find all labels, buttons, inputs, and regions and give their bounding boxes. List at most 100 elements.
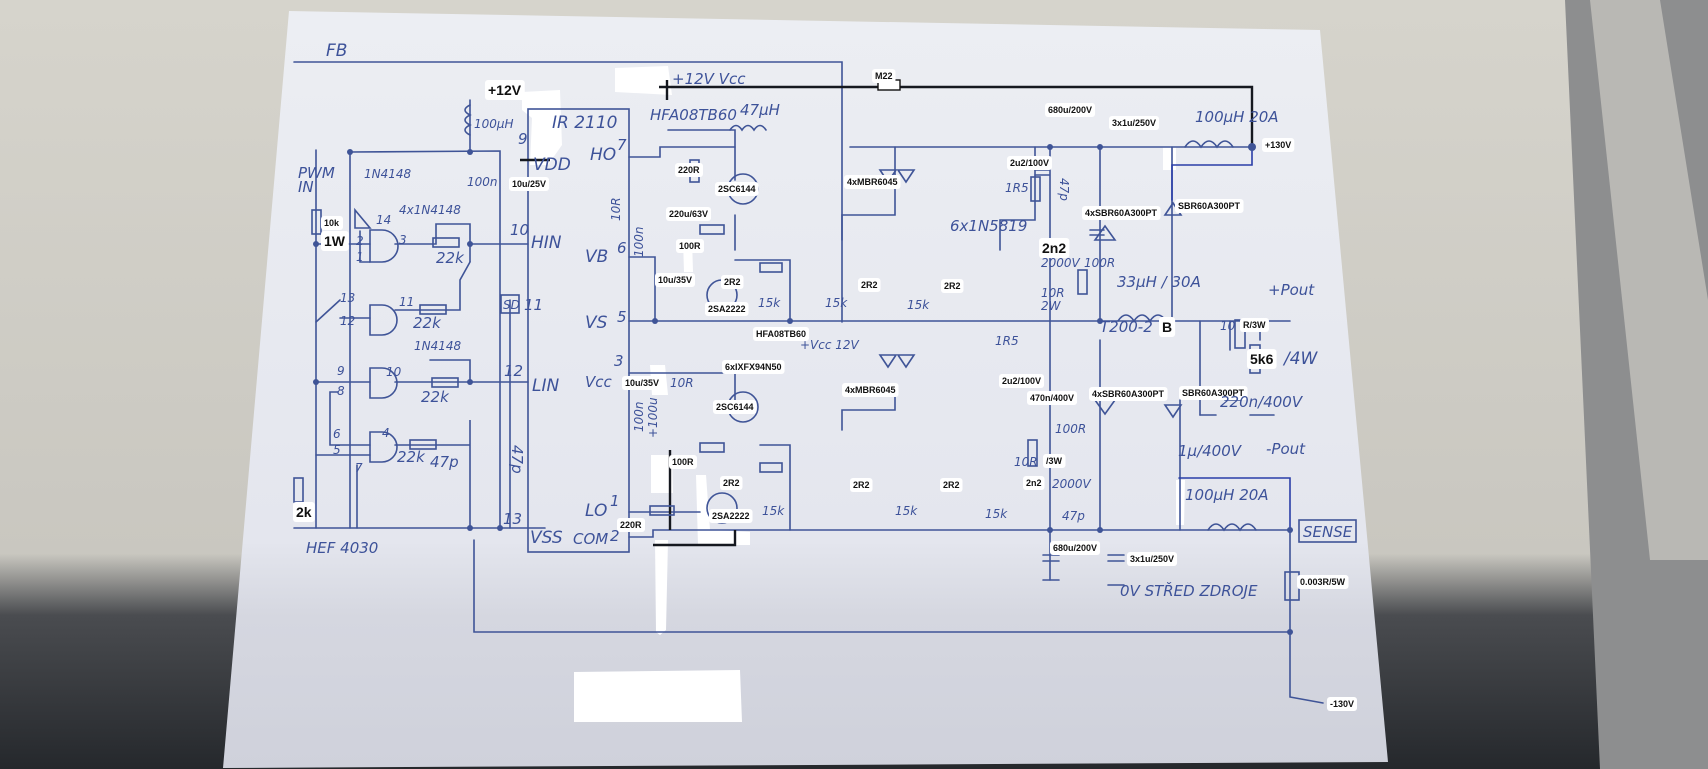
sd-box [500,294,520,314]
label-220r-lo: 220R [620,520,642,530]
label-backing-box [850,478,873,492]
label-3x1u-250v-bottom: 3x1u/250V [1130,554,1174,564]
label-pin12-gate: 12 [340,314,355,328]
label-backing-box [722,360,785,374]
label-pin13-gate: 13 [340,291,355,305]
label-3x1u-250v-top: 3x1u/250V [1112,118,1156,128]
label-backing-box [1089,387,1168,401]
label-sbr60a300pt-top: SBR60A300PT [1178,201,1241,211]
schematic-wires [293,61,1357,704]
label-backing-box [669,455,698,469]
label-pin3-ir: 3 [614,352,624,370]
label-pin1-ir: 1 [610,492,620,510]
label-backing-box [1327,697,1358,711]
label-2sc6144-lo: 2SC6144 [716,402,754,412]
label-hfa08tb60-mid: HFA08TB60 [756,329,806,339]
label-backing-box [1043,454,1066,468]
label-pin13-ir: 13 [503,510,522,528]
label-15k-5: 15k [895,504,918,518]
label-pin3: 3 [399,233,407,247]
label-10r-2w-1: 10R [1041,286,1065,300]
label-backing-box [1007,156,1053,170]
label-10u-35v-lo: 10u/35V [625,378,659,388]
label-pin7-gate: 7 [355,461,363,475]
label-backing-box [666,207,712,221]
label-33uh-30a: 33µH / 30A [1117,273,1201,291]
label-backing-layer [293,69,1358,711]
label-680u-200v-bottom: 680u/200V [1053,543,1097,553]
label-hin: HIN [531,233,562,253]
label-10u-35v-hi: 10u/35V [658,275,692,285]
label-backing-box [709,509,753,523]
label-backing-box [293,502,315,522]
label-pin14: 14 [376,213,391,227]
label-backing-box [321,231,349,251]
label-2r2-3: 2R2 [861,280,878,290]
label-sbr60a300pt-bottom: SBR60A300PT [1182,388,1245,398]
label-backing-box [753,327,810,341]
label-plus-12v: +12V [488,82,522,98]
boxed-labels: +12V 10k 1W 10u/25V 220R 2SC6144 220u/63… [296,71,1354,709]
label-backing-box [1159,317,1176,337]
label-47p-d: 47p [1062,509,1085,523]
label-backing-box [1039,238,1070,258]
label-6xixfx94n50: 6xIXFX94N50 [725,362,782,372]
label-680u-200v-top: 680u/200V [1048,105,1092,115]
label-pin6-ir: 6 [617,239,627,257]
label-15k-2: 15k [825,296,848,310]
label-pin4-gate: 4 [382,426,390,440]
label-vss: VSS [530,528,563,548]
label-2r2-1: 2R2 [724,277,741,287]
label-t200-b: B [1162,319,1172,335]
label-15k-4: 15k [762,504,785,518]
label-backing-box [940,478,963,492]
label-10k: 10k [324,218,340,228]
label-2r2-2: 2R2 [723,478,740,488]
label-backing-box [941,279,964,293]
label-pin6-gate: 6 [333,427,341,441]
label-47p-b: 47p [508,445,526,474]
label-22k-d: 22k [397,448,426,466]
label-4xsbr60a300pt-bottom: 4xSBR60A300PT [1092,389,1165,399]
label-220n-400v: 220n/400V [1220,393,1304,411]
label-6x1n5819: 6x1N5819 [950,217,1027,235]
label-pin5-ir: 5 [617,308,627,326]
label-pin1: 1 [356,250,364,264]
label-in: IN [298,178,314,196]
label-backing-box [720,476,743,490]
label-100uh-vdd: 100µH [474,117,514,131]
label-ir2110: IR 2110 [552,113,618,133]
label-vb: VB [585,247,608,267]
label-vcc-lo: Vcc [585,373,613,391]
label-pin11-gate: 11 [399,295,414,309]
label-2000v-b: 2000V [1052,477,1092,491]
label-1n4148-b: 1N4148 [414,339,462,353]
label-backing-box [622,376,663,390]
label-470n-400v: 470n/400V [1030,393,1074,403]
label-100r-hi: 100R [679,241,701,251]
label-1r5-b: 1R5 [995,334,1019,348]
label-backing-box [1050,541,1101,555]
label-pin10-gate: 10 [386,365,402,379]
label-pin8-gate: 8 [337,384,345,398]
label-pin9-gate: 9 [337,364,345,378]
label-hfa08tb60-top: HFA08TB60 [650,106,737,124]
label-r-3w-top: R/3W [1243,320,1266,330]
label-hef4030: HEF 4030 [306,539,378,557]
label-backing-box [713,400,757,414]
label-backing-box [1297,575,1349,589]
label-backing-box [1175,199,1244,213]
label-vcc-12v: +12V Vcc [672,70,746,88]
label-10r-3w-prefix: 10 [1220,319,1236,333]
label-2u2-100v-top: 2u2/100V [1010,158,1049,168]
label-minus-130v: -130V [1330,699,1354,709]
label-backing-box [617,518,646,532]
label-backing-box [485,80,525,100]
label-backing-box [321,216,344,230]
label-220u-63v: 220u/63V [669,209,708,219]
inductor-symbols [464,104,1257,532]
label-pout-minus: -Pout [1266,440,1306,458]
label-backing-box [1262,138,1295,152]
